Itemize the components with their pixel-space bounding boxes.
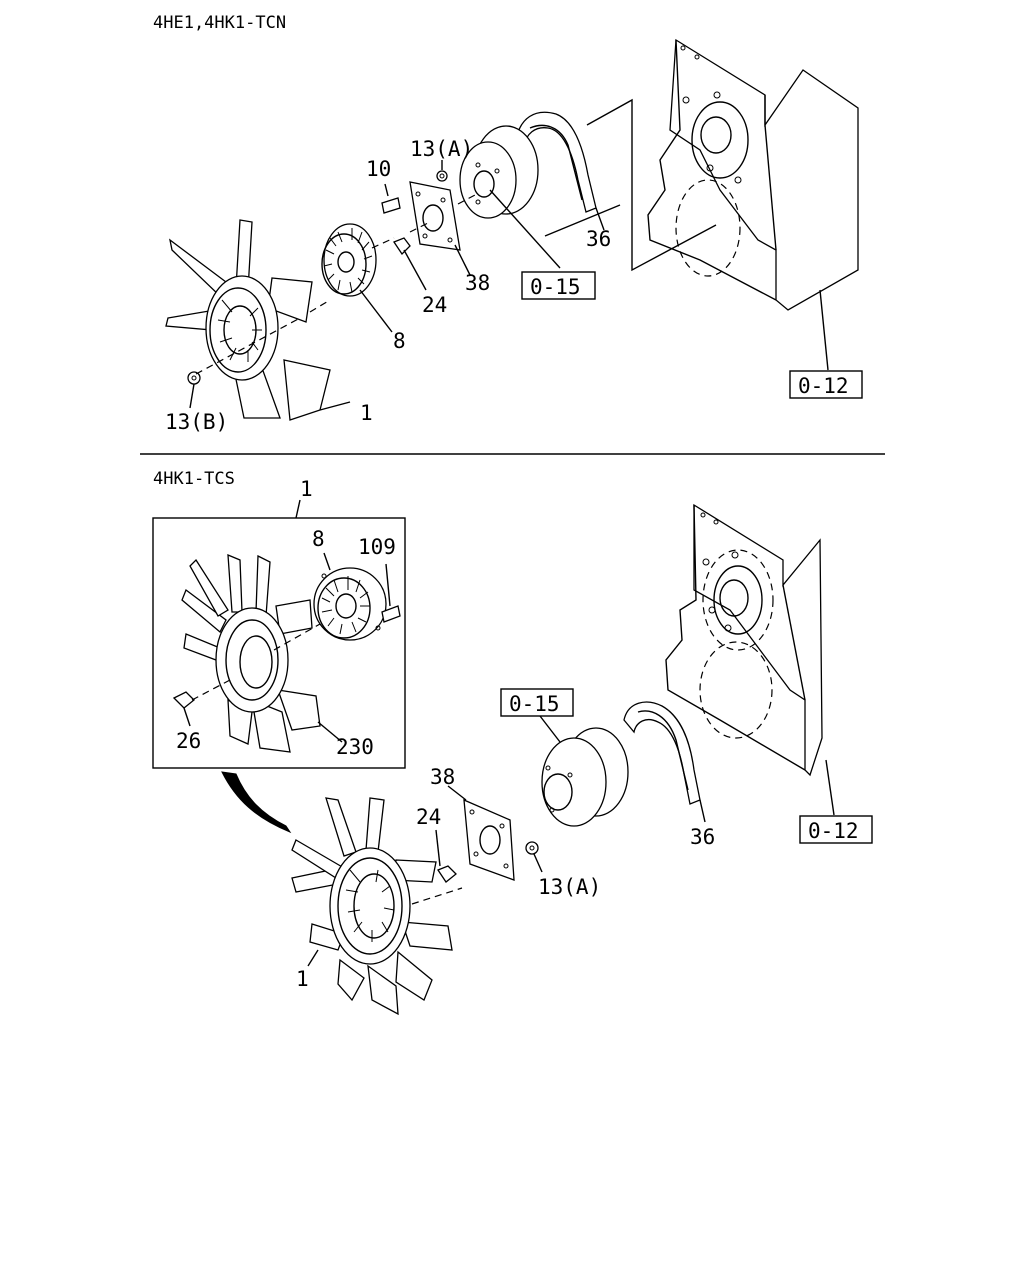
callout-230-inset: 230 xyxy=(336,735,374,759)
pulley-top xyxy=(459,125,561,269)
ref-0-12-top: 0-12 xyxy=(798,374,849,398)
inset-fan-clutch xyxy=(313,552,387,641)
callout-1-inset: 1 xyxy=(300,477,313,501)
callout-8-top: 8 xyxy=(393,329,406,353)
spacer-plate-top xyxy=(409,181,471,276)
nut-13a-top xyxy=(436,160,448,182)
callout-13b-top: 13(B) xyxy=(165,410,228,434)
ref-box-0-12-top xyxy=(789,370,863,399)
callout-1-bottom: 1 xyxy=(296,967,309,991)
inset-fan xyxy=(181,553,343,753)
curved-arrow xyxy=(221,771,292,834)
nut-13a-bottom xyxy=(525,841,543,873)
inset-bolt-26 xyxy=(172,623,321,727)
section-top: 4HE1,4HK1-TCN xyxy=(153,13,863,434)
callout-24-top: 24 xyxy=(422,293,447,317)
nut-13b-top xyxy=(187,371,201,409)
ref-0-15-top: 0-15 xyxy=(530,275,581,299)
callout-13a-top: 13(A) xyxy=(410,137,473,161)
cooling-fan-bottom xyxy=(291,797,463,1016)
fan-clutch-top xyxy=(321,223,393,333)
callout-8-inset: 8 xyxy=(312,527,325,551)
callout-38-bottom: 38 xyxy=(430,765,455,789)
ref-box-0-15-bottom xyxy=(500,688,574,717)
bolt-24-top xyxy=(393,237,427,291)
inset-bolt-109 xyxy=(381,563,401,623)
pulley-bottom xyxy=(539,715,629,827)
bolt-24-bottom xyxy=(435,829,457,883)
fan-belt-bottom xyxy=(623,701,706,823)
callout-13a-bottom: 13(A) xyxy=(538,875,601,899)
engine-block-top xyxy=(647,38,859,371)
callout-36-bottom: 36 xyxy=(690,825,715,849)
section-title-bottom: 4HK1-TCS xyxy=(153,469,235,489)
spacer-plate-bottom xyxy=(447,785,515,881)
cooling-fan-top xyxy=(165,219,351,421)
callout-24-bottom: 24 xyxy=(416,805,441,829)
callout-38-top: 38 xyxy=(465,271,490,295)
fan-belt-top xyxy=(515,111,605,231)
callout-26-inset: 26 xyxy=(176,729,201,753)
callout-109-inset: 109 xyxy=(358,535,396,559)
stud-10-top xyxy=(381,183,401,214)
gasket-frame-top xyxy=(586,98,717,272)
ref-0-15-bottom: 0-15 xyxy=(509,692,560,716)
callout-1-top: 1 xyxy=(360,401,373,425)
ref-box-0-15-top xyxy=(521,271,596,300)
section-title-top: 4HE1,4HK1-TCN xyxy=(153,13,286,33)
ref-box-0-12-bottom xyxy=(799,815,873,844)
engine-block-bottom xyxy=(665,503,835,816)
section-bottom: 4HK1-TCS xyxy=(152,469,873,1016)
callout-10-top: 10 xyxy=(366,157,391,181)
assembly-axis-top xyxy=(195,194,476,375)
callout-36-top: 36 xyxy=(586,227,611,251)
ref-0-12-bottom: 0-12 xyxy=(808,819,859,843)
